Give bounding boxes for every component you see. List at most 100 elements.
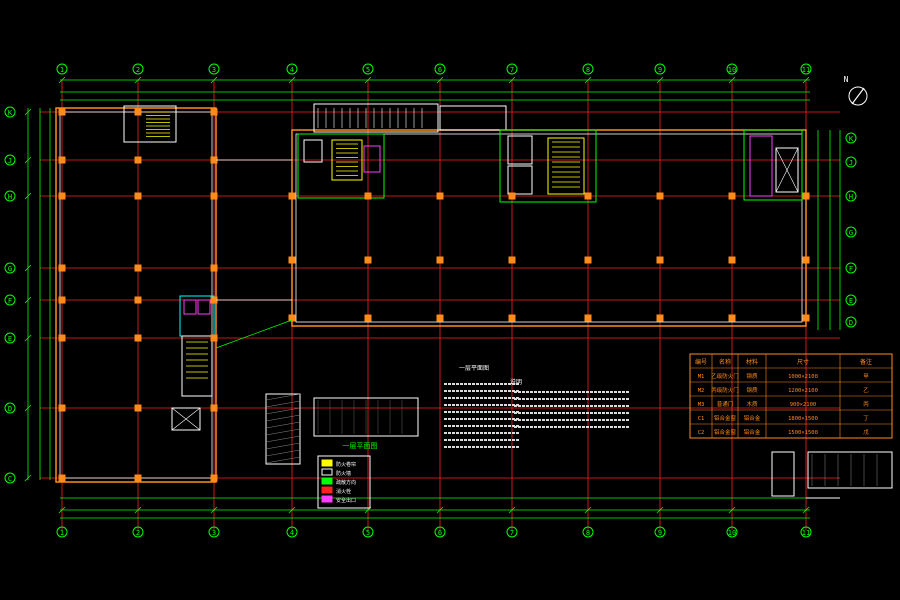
axis-bubble-left xyxy=(4,472,16,484)
column xyxy=(210,474,218,482)
legend-label: 消火栓 xyxy=(336,488,351,495)
dimension-tick xyxy=(24,264,32,272)
dimension-tick xyxy=(436,76,444,84)
table-cell: C1 xyxy=(698,416,705,422)
table-cell: 钢质 xyxy=(746,372,758,380)
axis-bubble-bottom xyxy=(726,526,738,538)
core-room xyxy=(743,129,803,201)
left-stair-top xyxy=(123,105,177,143)
column xyxy=(134,156,142,164)
axis-bubble-bottom xyxy=(506,526,518,538)
axis-bubble-top-label: 5 xyxy=(366,66,370,74)
detail-plan-box xyxy=(313,397,419,437)
axis-bubble-bottom xyxy=(582,526,594,538)
column xyxy=(210,334,218,342)
dimension-tick xyxy=(584,76,592,84)
main-core-center xyxy=(499,129,597,203)
column xyxy=(364,314,372,322)
axis-bubble-right xyxy=(845,190,857,202)
main-building-block xyxy=(291,103,807,327)
column xyxy=(288,314,296,322)
axis-bubble-top-label: 7 xyxy=(510,66,514,74)
column xyxy=(656,314,664,322)
dimension-tick xyxy=(134,76,142,84)
table-cell: M1 xyxy=(698,374,705,380)
column xyxy=(58,156,66,164)
hatch-line xyxy=(265,407,301,415)
axis-bubble-right xyxy=(845,156,857,168)
table-header-cell: 名称 xyxy=(719,358,731,366)
axis-bubble-bottom-label: 2 xyxy=(136,529,140,537)
column xyxy=(802,192,810,200)
axis-bubble-top xyxy=(56,63,68,75)
axis-bubble-right-label: G xyxy=(849,229,853,237)
table-cell: 铝合金 xyxy=(744,428,761,436)
axis-bubble-left-label: G xyxy=(8,265,12,273)
dimension-tick xyxy=(210,76,218,84)
column xyxy=(58,334,66,342)
column xyxy=(134,404,142,412)
dimension-tick xyxy=(656,506,664,514)
main-top-bay xyxy=(439,105,507,131)
legend-label: 疏散方向 xyxy=(336,479,356,486)
dimension-tick xyxy=(508,76,516,84)
hatch-line xyxy=(265,456,301,464)
dimension-tick xyxy=(58,506,66,514)
column xyxy=(728,192,736,200)
axis-bubble-left-label: H xyxy=(8,193,12,201)
axis-bubble-right-label: F xyxy=(849,265,853,273)
table-cell: 1200×2100 xyxy=(788,388,818,394)
axis-bubble-left-label: E xyxy=(8,335,12,343)
column xyxy=(134,264,142,272)
table-header-cell: 编号 xyxy=(695,358,707,366)
column xyxy=(134,474,142,482)
north-compass: N xyxy=(844,75,868,106)
notes-header: 说明 xyxy=(510,378,522,386)
axis-bubble-top xyxy=(362,63,374,75)
column xyxy=(508,192,516,200)
column xyxy=(210,108,218,116)
dimension-tick xyxy=(58,76,66,84)
column xyxy=(364,192,372,200)
table-cell: 1500×1500 xyxy=(788,430,818,436)
axis-bubble-left-label: F xyxy=(8,297,12,305)
core-room xyxy=(499,129,597,203)
table-cell: 1000×2100 xyxy=(788,374,818,380)
axis-bubble-bottom xyxy=(654,526,666,538)
hatch-line xyxy=(265,414,301,422)
main-core-right xyxy=(743,129,803,201)
table-cell: 甲 xyxy=(863,373,869,380)
column xyxy=(58,296,66,304)
wc-room xyxy=(179,295,215,337)
left-block-inner-wall xyxy=(59,111,213,479)
table-cell: C2 xyxy=(698,430,705,436)
table-cell: 戊 xyxy=(863,428,869,436)
column xyxy=(802,314,810,322)
hatch-line xyxy=(265,393,301,401)
dimension-tick xyxy=(728,506,736,514)
table-cell: 乙级防火门 xyxy=(711,372,739,380)
key-plan-box xyxy=(771,451,795,497)
axis-bubble-top-label: 2 xyxy=(136,66,140,74)
legend-label: 防火卷帘 xyxy=(336,461,356,468)
legend-label: 安全出口 xyxy=(336,497,356,504)
legend-swatch xyxy=(321,495,333,503)
axis-bubble-bottom xyxy=(56,526,68,538)
dimension-tick xyxy=(802,506,810,514)
table-cell: 钢质 xyxy=(746,386,758,394)
axis-bubble-top-label: 3 xyxy=(212,66,216,74)
axis-bubble-left-label: J xyxy=(8,157,12,165)
left-elevator xyxy=(171,407,201,431)
axis-bubble-top xyxy=(582,63,594,75)
axis-bubble-bottom-label: 11 xyxy=(802,529,810,537)
table-cell: M2 xyxy=(698,388,705,394)
toilet-room xyxy=(749,135,773,197)
table-cell: 木质 xyxy=(746,400,758,408)
axis-bubble-right-label: J xyxy=(849,159,853,167)
core-room xyxy=(297,133,385,199)
table-cell: 900×2100 xyxy=(790,402,817,408)
main-block-outer-wall xyxy=(291,129,807,327)
dimension-tick xyxy=(802,76,810,84)
